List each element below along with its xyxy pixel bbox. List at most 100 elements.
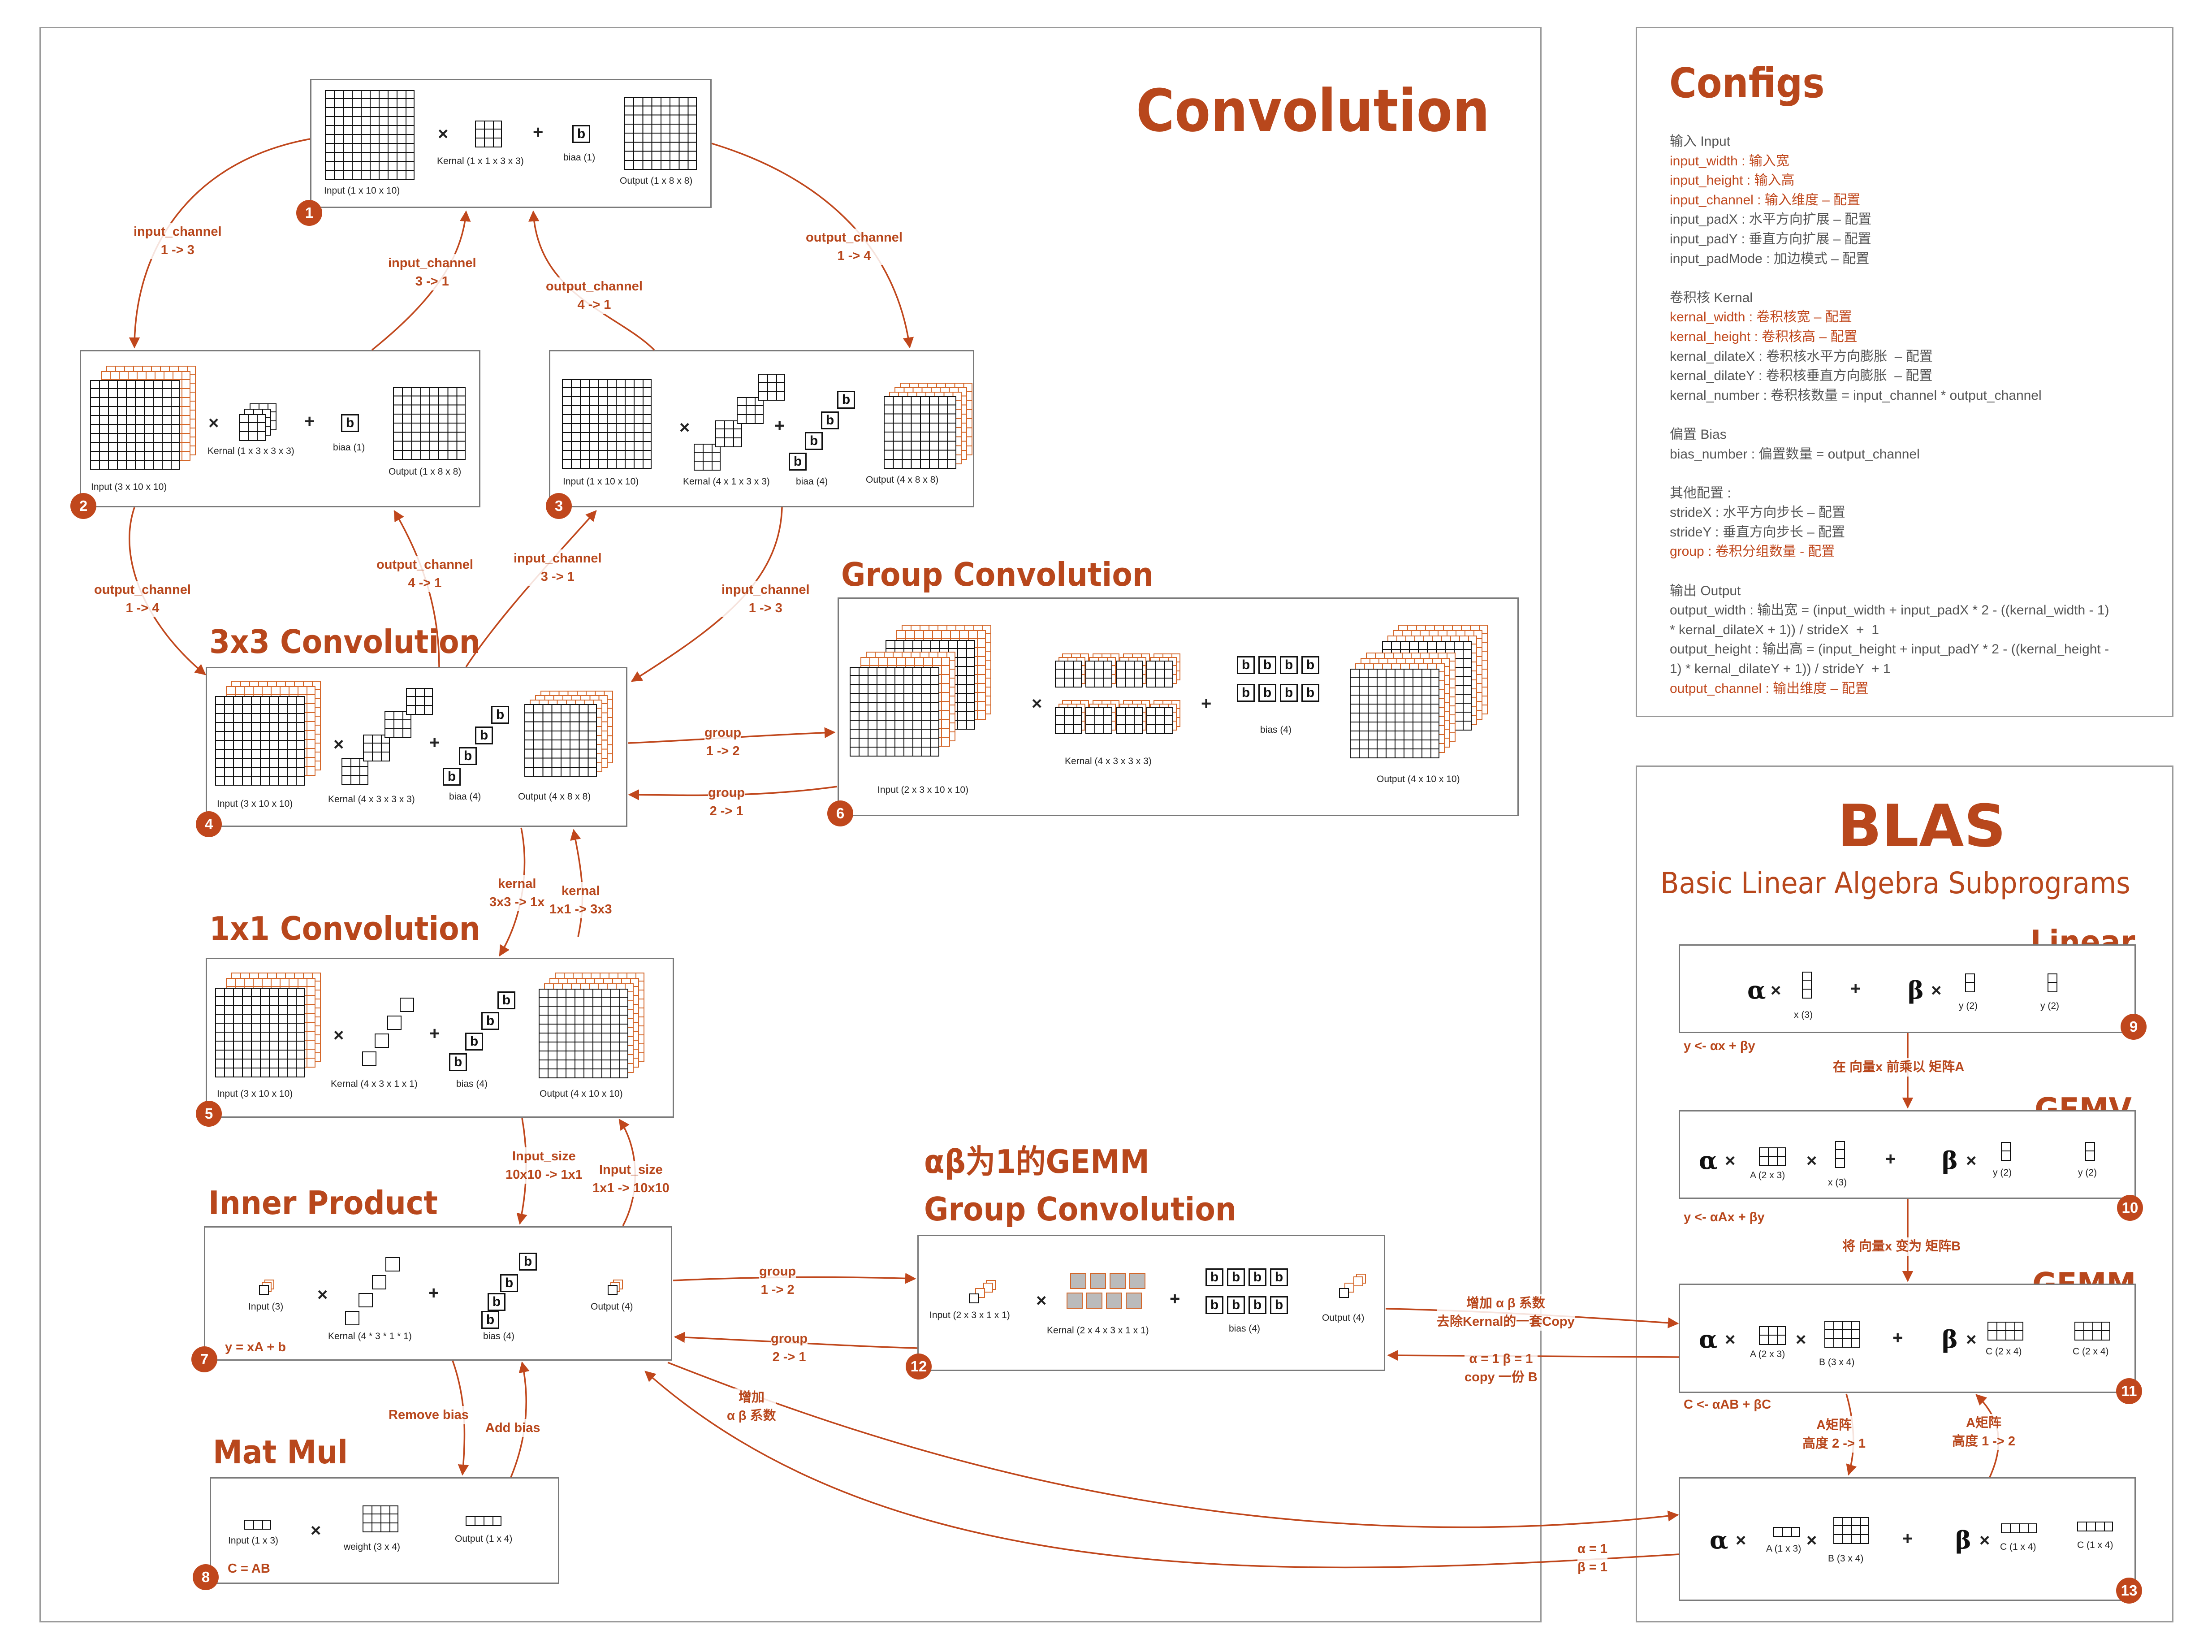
output-grid: [884, 396, 956, 469]
equation-10: y <- αAx + βy: [1684, 1210, 1765, 1224]
a-matrix: [1759, 1326, 1786, 1345]
box-10: α × A (2 x 3) × x (3) + β × y (2) y (2): [1679, 1110, 2136, 1199]
a-label: A (1 x 3): [1766, 1544, 1802, 1554]
output-cube: [1339, 1288, 1349, 1298]
plus-op: +: [1170, 1289, 1180, 1309]
kernal-label: Kernal (4 x 3 x 3 x 3): [1065, 756, 1152, 766]
bias-box: b: [1237, 656, 1255, 674]
arrow-5-4: [570, 829, 583, 937]
bias-box: b: [572, 125, 590, 143]
output-grid: [1350, 669, 1439, 758]
badge-13: 13: [2116, 1578, 2142, 1604]
convolution-title: Convolution: [1136, 77, 1490, 145]
kernal-grid: [1085, 707, 1112, 734]
kernal-label: Kernal (4 * 3 * 1 * 1): [328, 1331, 412, 1341]
input-label: Input (1 x 10 x 10): [563, 476, 639, 487]
badge-1: 1: [296, 200, 322, 226]
kernal-grid: [694, 444, 721, 471]
y-label: y (2): [2040, 1001, 2059, 1011]
box-12: Input (2 x 3 x 1 x 1) × Kernal (2 x 4 x …: [917, 1235, 1385, 1371]
box-11: α × A (2 x 3) × B (3 x 4) + β × C (2 x 4…: [1679, 1284, 2136, 1393]
config-line: output_height : 输出高 = (input_height + in…: [1670, 642, 2109, 657]
kernal-grid: [363, 735, 390, 761]
beta-symbol: β: [1942, 1325, 1958, 1354]
kernal-grid: [475, 121, 502, 147]
y-label: y (2): [2078, 1168, 2097, 1178]
kernal-grid: [239, 414, 266, 441]
kernal-grid: [1116, 661, 1143, 688]
arrow-label-8-7: Add bias: [485, 1419, 540, 1437]
bias-box: b: [821, 411, 839, 429]
arrow-label-3-1: output_channel 4 -> 1: [546, 277, 643, 314]
times-op: ×: [333, 1025, 344, 1045]
config-line: 输入 Input: [1670, 134, 1731, 149]
input-label: Input (2 x 3 x 1 x 1): [929, 1310, 1010, 1320]
alpha-symbol: α: [1747, 976, 1766, 1004]
kernal-label: Kernal (1 x 1 x 3 x 3): [437, 156, 524, 166]
input-grid: [215, 696, 305, 786]
times-op: ×: [311, 1521, 321, 1540]
bias-box: b: [497, 991, 515, 1009]
box-6: Input (2 x 3 x 10 x 10) × Kernal (4 x 3 …: [838, 597, 1519, 816]
arrow-4-3: [465, 510, 597, 667]
output-grid: [393, 387, 466, 460]
config-line: kernal_height : 卷积核高 – 配置: [1670, 329, 1858, 344]
output-label: Output (4 x 8 x 8): [866, 475, 939, 485]
equation-7: y = xA + b: [225, 1340, 286, 1354]
blas-title: BLAS: [1837, 792, 2006, 860]
output-grid: [524, 704, 597, 777]
config-line: * kernal_dilateX + 1)) / strideX + 1: [1670, 622, 1879, 637]
config-line: 输出 Output: [1670, 583, 1741, 598]
badge-3: 3: [546, 493, 572, 519]
config-line: input_padX : 水平方向扩展 – 配置: [1670, 212, 1872, 227]
config-line: kernal_width : 卷积核宽 – 配置: [1670, 310, 1852, 325]
times-op: ×: [1966, 1330, 1977, 1349]
config-line: input_width : 输入宽: [1670, 153, 1789, 169]
config-line: kernal_dilateY : 卷积核垂直方向膨胀 – 配置: [1670, 368, 1933, 384]
b-matrix: [1824, 1321, 1860, 1348]
conv1x1-title: 1x1 Convolution: [209, 910, 480, 947]
arrow-label-7-12: group 1 -> 2: [759, 1263, 796, 1299]
plus-op: +: [1892, 1328, 1903, 1348]
times-op: ×: [1931, 981, 1942, 1000]
arrow-label-4-2: output_channel 4 -> 1: [376, 556, 473, 592]
config-line: 其他配置 :: [1670, 485, 1731, 501]
config-line: kernal_dilateX : 卷积核水平方向膨胀 – 配置: [1670, 349, 1933, 364]
box-2: Input (3 x 10 x 10) × Kernal (1 x 3 x 3 …: [80, 350, 480, 507]
arrow-label-13-11: A矩阵 高度 1 -> 2: [1952, 1414, 2016, 1451]
equation-9: y <- αx + βy: [1684, 1039, 1755, 1053]
bias-box: b: [837, 391, 855, 409]
equation-8: C = AB: [228, 1561, 270, 1576]
bias-box: b: [443, 768, 461, 786]
c-label: C (1 x 4): [2000, 1542, 2036, 1552]
arrow-label-7-5: Input_size 1x1 -> 10x10: [592, 1161, 670, 1198]
config-line: 偏置 Bias: [1670, 427, 1727, 442]
times-op: ×: [1806, 1151, 1817, 1171]
output-label: Output (1 x 8 x 8): [620, 176, 693, 186]
blas-subtitle: Basic Linear Algebra Subprograms: [1660, 866, 2130, 900]
a-label: A (2 x 3): [1750, 1170, 1785, 1181]
plus-op: +: [1850, 979, 1861, 999]
arrow-label-2-4: output_channel 1 -> 4: [94, 581, 191, 618]
config-line: kernal_number : 卷积核数量 = input_channel * …: [1670, 388, 2042, 403]
gemm-group-title-1: αβ为1的GEMM: [924, 1143, 1149, 1181]
arrow-label-11-12: α = 1 β = 1 copy 一份 B: [1465, 1350, 1538, 1387]
bias-box: b: [1205, 1268, 1223, 1286]
bias-label: bias (4): [483, 1331, 515, 1341]
arrow-label-3-4: input_channel 1 -> 3: [721, 581, 810, 618]
inner-product-title: Inner Product: [208, 1184, 438, 1222]
badge-5: 5: [196, 1101, 222, 1127]
badge-10: 10: [2117, 1195, 2143, 1221]
bias-box: b: [1249, 1268, 1266, 1286]
input-label: Input (1 x 10 x 10): [324, 186, 400, 196]
arrow-label-1-3: output_channel 1 -> 4: [806, 229, 903, 265]
badge-2: 2: [70, 493, 96, 519]
x-vector: [1835, 1141, 1845, 1168]
kernal-grid: [715, 420, 742, 447]
times-op: ×: [333, 735, 344, 754]
alpha-symbol: α: [1699, 1146, 1718, 1175]
kernal-cube: [1070, 1273, 1086, 1289]
arrow-label-11-13: A矩阵 高度 2 -> 1: [1802, 1416, 1866, 1453]
